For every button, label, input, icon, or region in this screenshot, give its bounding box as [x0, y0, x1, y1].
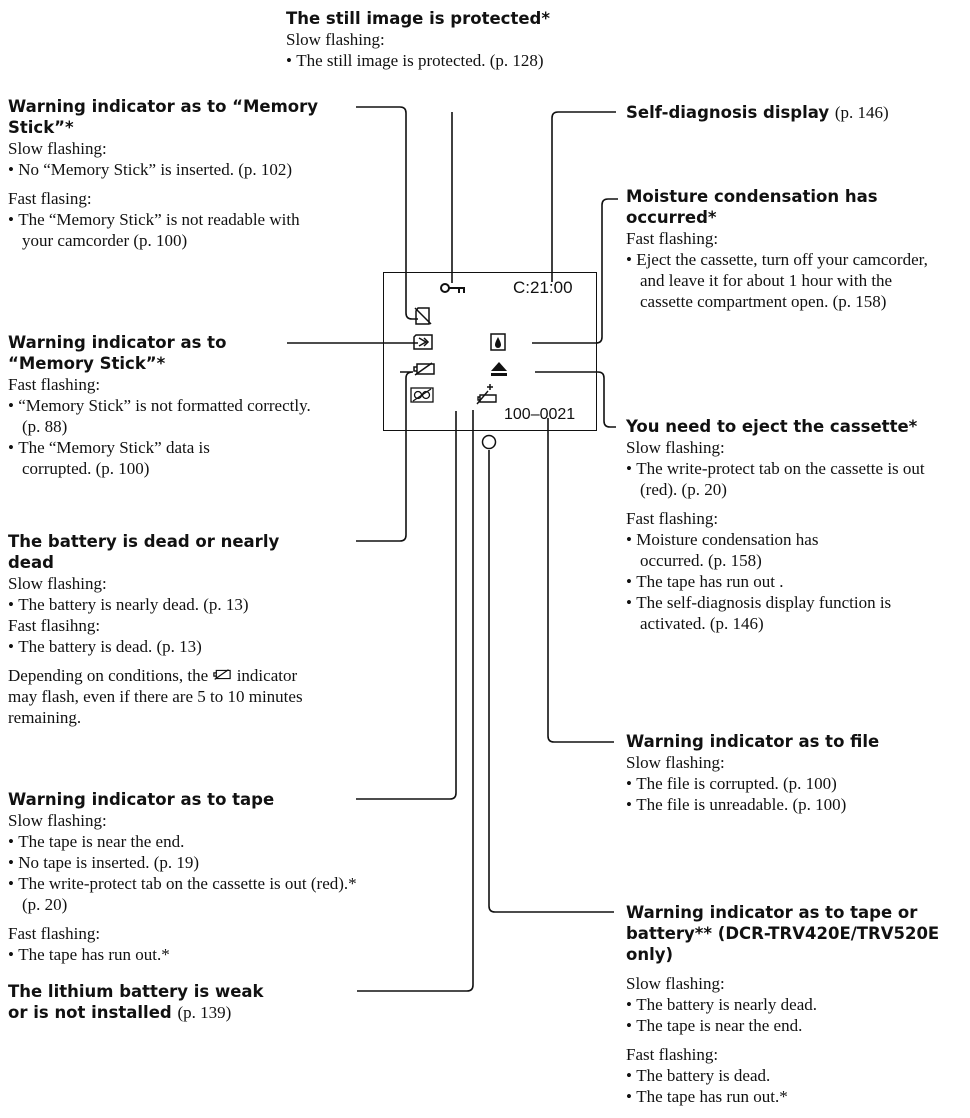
viewfinder-display: C:21:00 100–0021 [383, 272, 597, 431]
page-ref: (p. 139) [177, 1003, 232, 1022]
tape-battery-indicator-circle [481, 434, 497, 450]
list-item: The battery is dead. [626, 1065, 970, 1086]
list-item: The tape has run out.* [626, 1086, 970, 1107]
section-title-line2: dead [8, 553, 54, 572]
fast-label: Fast flashing: [626, 509, 719, 528]
memory-stick-unreadable-icon [413, 306, 433, 330]
key-icon [440, 279, 466, 300]
slow-label: Slow flashing: [8, 811, 107, 830]
line-tape [356, 411, 457, 800]
section-title-line3: only) [626, 945, 674, 964]
moisture-drop-icon [490, 333, 506, 355]
list-item: The write-protect tab on the cassette is… [8, 873, 362, 915]
list-item: The “Memory Stick” data is corrupted. (p… [8, 437, 282, 479]
battery-icon [212, 666, 232, 685]
section-title: Warning indicator as to tape [8, 790, 275, 809]
memory-stick-unformatted-icon [412, 333, 434, 355]
fast-label: Fast flasihng: [8, 616, 101, 635]
list-item: The battery is nearly dead. [626, 994, 970, 1015]
fast-label: Fast flashing: [626, 1045, 719, 1064]
time-counter: C:21:00 [513, 278, 573, 297]
fast-label: Fast flashing: [8, 375, 101, 394]
section-title-line1: The lithium battery is weak [8, 982, 264, 1001]
tape-icon [410, 387, 434, 407]
section-tape-battery: Warning indicator as to tape or battery*… [626, 902, 970, 1107]
list-item: Moisture condensation has occurred. (p. … [626, 529, 870, 571]
section-title-line1: Moisture condensation has [626, 187, 878, 206]
list-item: “Memory Stick” is not formatted correctl… [8, 395, 312, 437]
fast-label: Fast flashing: [626, 229, 719, 248]
section-title: The still image is protected* [286, 9, 550, 28]
note-text-a: Depending on conditions, the [8, 666, 209, 685]
section-title-line1: Warning indicator as to tape or [626, 903, 918, 922]
section-file-warning: Warning indicator as to file Slow flashi… [626, 731, 966, 815]
fast-label: Fast flashing: [8, 924, 101, 943]
file-number: 100–0021 [504, 406, 576, 423]
list-item: The tape has run out . [626, 571, 920, 592]
section-ms-warning-2: Warning indicator as to “Memory Stick”* … [8, 332, 311, 479]
slow-label: Slow flashing: [286, 30, 385, 49]
section-battery: The battery is dead or nearly dead Slow … [8, 531, 338, 728]
list-item: Eject the cassette, turn off your camcor… [626, 249, 940, 312]
line-battery [356, 371, 414, 542]
section-title: Warning indicator as to file [626, 732, 880, 751]
section-title-line2: “Memory Stick”* [8, 354, 166, 373]
battery-icon [412, 361, 436, 381]
list-item: The tape is near the end. [626, 1015, 970, 1036]
section-title-line1: Warning indicator as to “Memory [8, 97, 319, 116]
list-item: No tape is inserted. (p. 19) [8, 852, 358, 873]
note-text-b: indicator may flash, even if there are 5… [8, 666, 303, 727]
line-moisture [532, 198, 618, 344]
line-eject [535, 371, 616, 428]
line-lithium [357, 410, 474, 992]
section-title-line1: Warning indicator as to [8, 333, 227, 352]
slow-label: Slow flashing: [8, 139, 107, 158]
section-title-line1: The battery is dead or nearly [8, 532, 280, 551]
line-file [547, 418, 614, 743]
list-item: The battery is dead. (p. 13) [8, 636, 338, 657]
section-tape-warning: Warning indicator as to tape Slow flashi… [8, 789, 358, 965]
eject-icon [490, 361, 508, 381]
slow-label: Slow flashing: [626, 438, 725, 457]
page-ref: (p. 146) [834, 103, 889, 122]
list-item: The still image is protected. (p. 128) [286, 50, 706, 71]
list-item: The file is unreadable. (p. 100) [626, 794, 966, 815]
slow-label: Slow flashing: [626, 974, 725, 993]
line-tape-battery [488, 450, 614, 913]
list-item: No “Memory Stick” is inserted. (p. 102) [8, 159, 322, 180]
section-title-line2: battery** (DCR-TRV420E/TRV520E [626, 924, 940, 943]
lithium-battery-icon [476, 383, 500, 409]
section-ms-warning-1: Warning indicator as to “Memory Stick”* … [8, 96, 368, 251]
slow-label: Slow flashing: [8, 574, 107, 593]
section-lithium: The lithium battery is weak or is not in… [8, 981, 348, 1023]
section-title-line2: or is not installed [8, 1003, 172, 1022]
fast-label: Fast flasing: [8, 189, 92, 208]
section-title-line2: occurred* [626, 208, 717, 227]
line-ms-warning-1 [356, 106, 418, 320]
battery-note: Depending on conditions, the indicator m… [8, 665, 308, 728]
section-self-diagnosis: Self-diagnosis display (p. 146) [626, 102, 966, 123]
list-item: The self-diagnosis display function is a… [626, 592, 900, 634]
section-title-line2: Stick”* [8, 118, 74, 137]
slow-label: Slow flashing: [626, 753, 725, 772]
section-title: You need to eject the cassette* [626, 417, 918, 436]
line-self-diagnosis [551, 111, 616, 282]
section-protected: The still image is protected* Slow flash… [286, 8, 706, 71]
list-item: The “Memory Stick” is not readable with … [8, 209, 302, 251]
section-moisture: Moisture condensation has occurred* Fast… [626, 186, 966, 312]
section-eject: You need to eject the cassette* Slow fla… [626, 416, 966, 634]
list-item: The tape is near the end. [8, 831, 358, 852]
section-title: Self-diagnosis display [626, 103, 830, 122]
list-item: The battery is nearly dead. (p. 13) [8, 594, 338, 615]
list-item: The write-protect tab on the cassette is… [626, 458, 930, 500]
list-item: The tape has run out.* [8, 944, 358, 965]
list-item: The file is corrupted. (p. 100) [626, 773, 966, 794]
